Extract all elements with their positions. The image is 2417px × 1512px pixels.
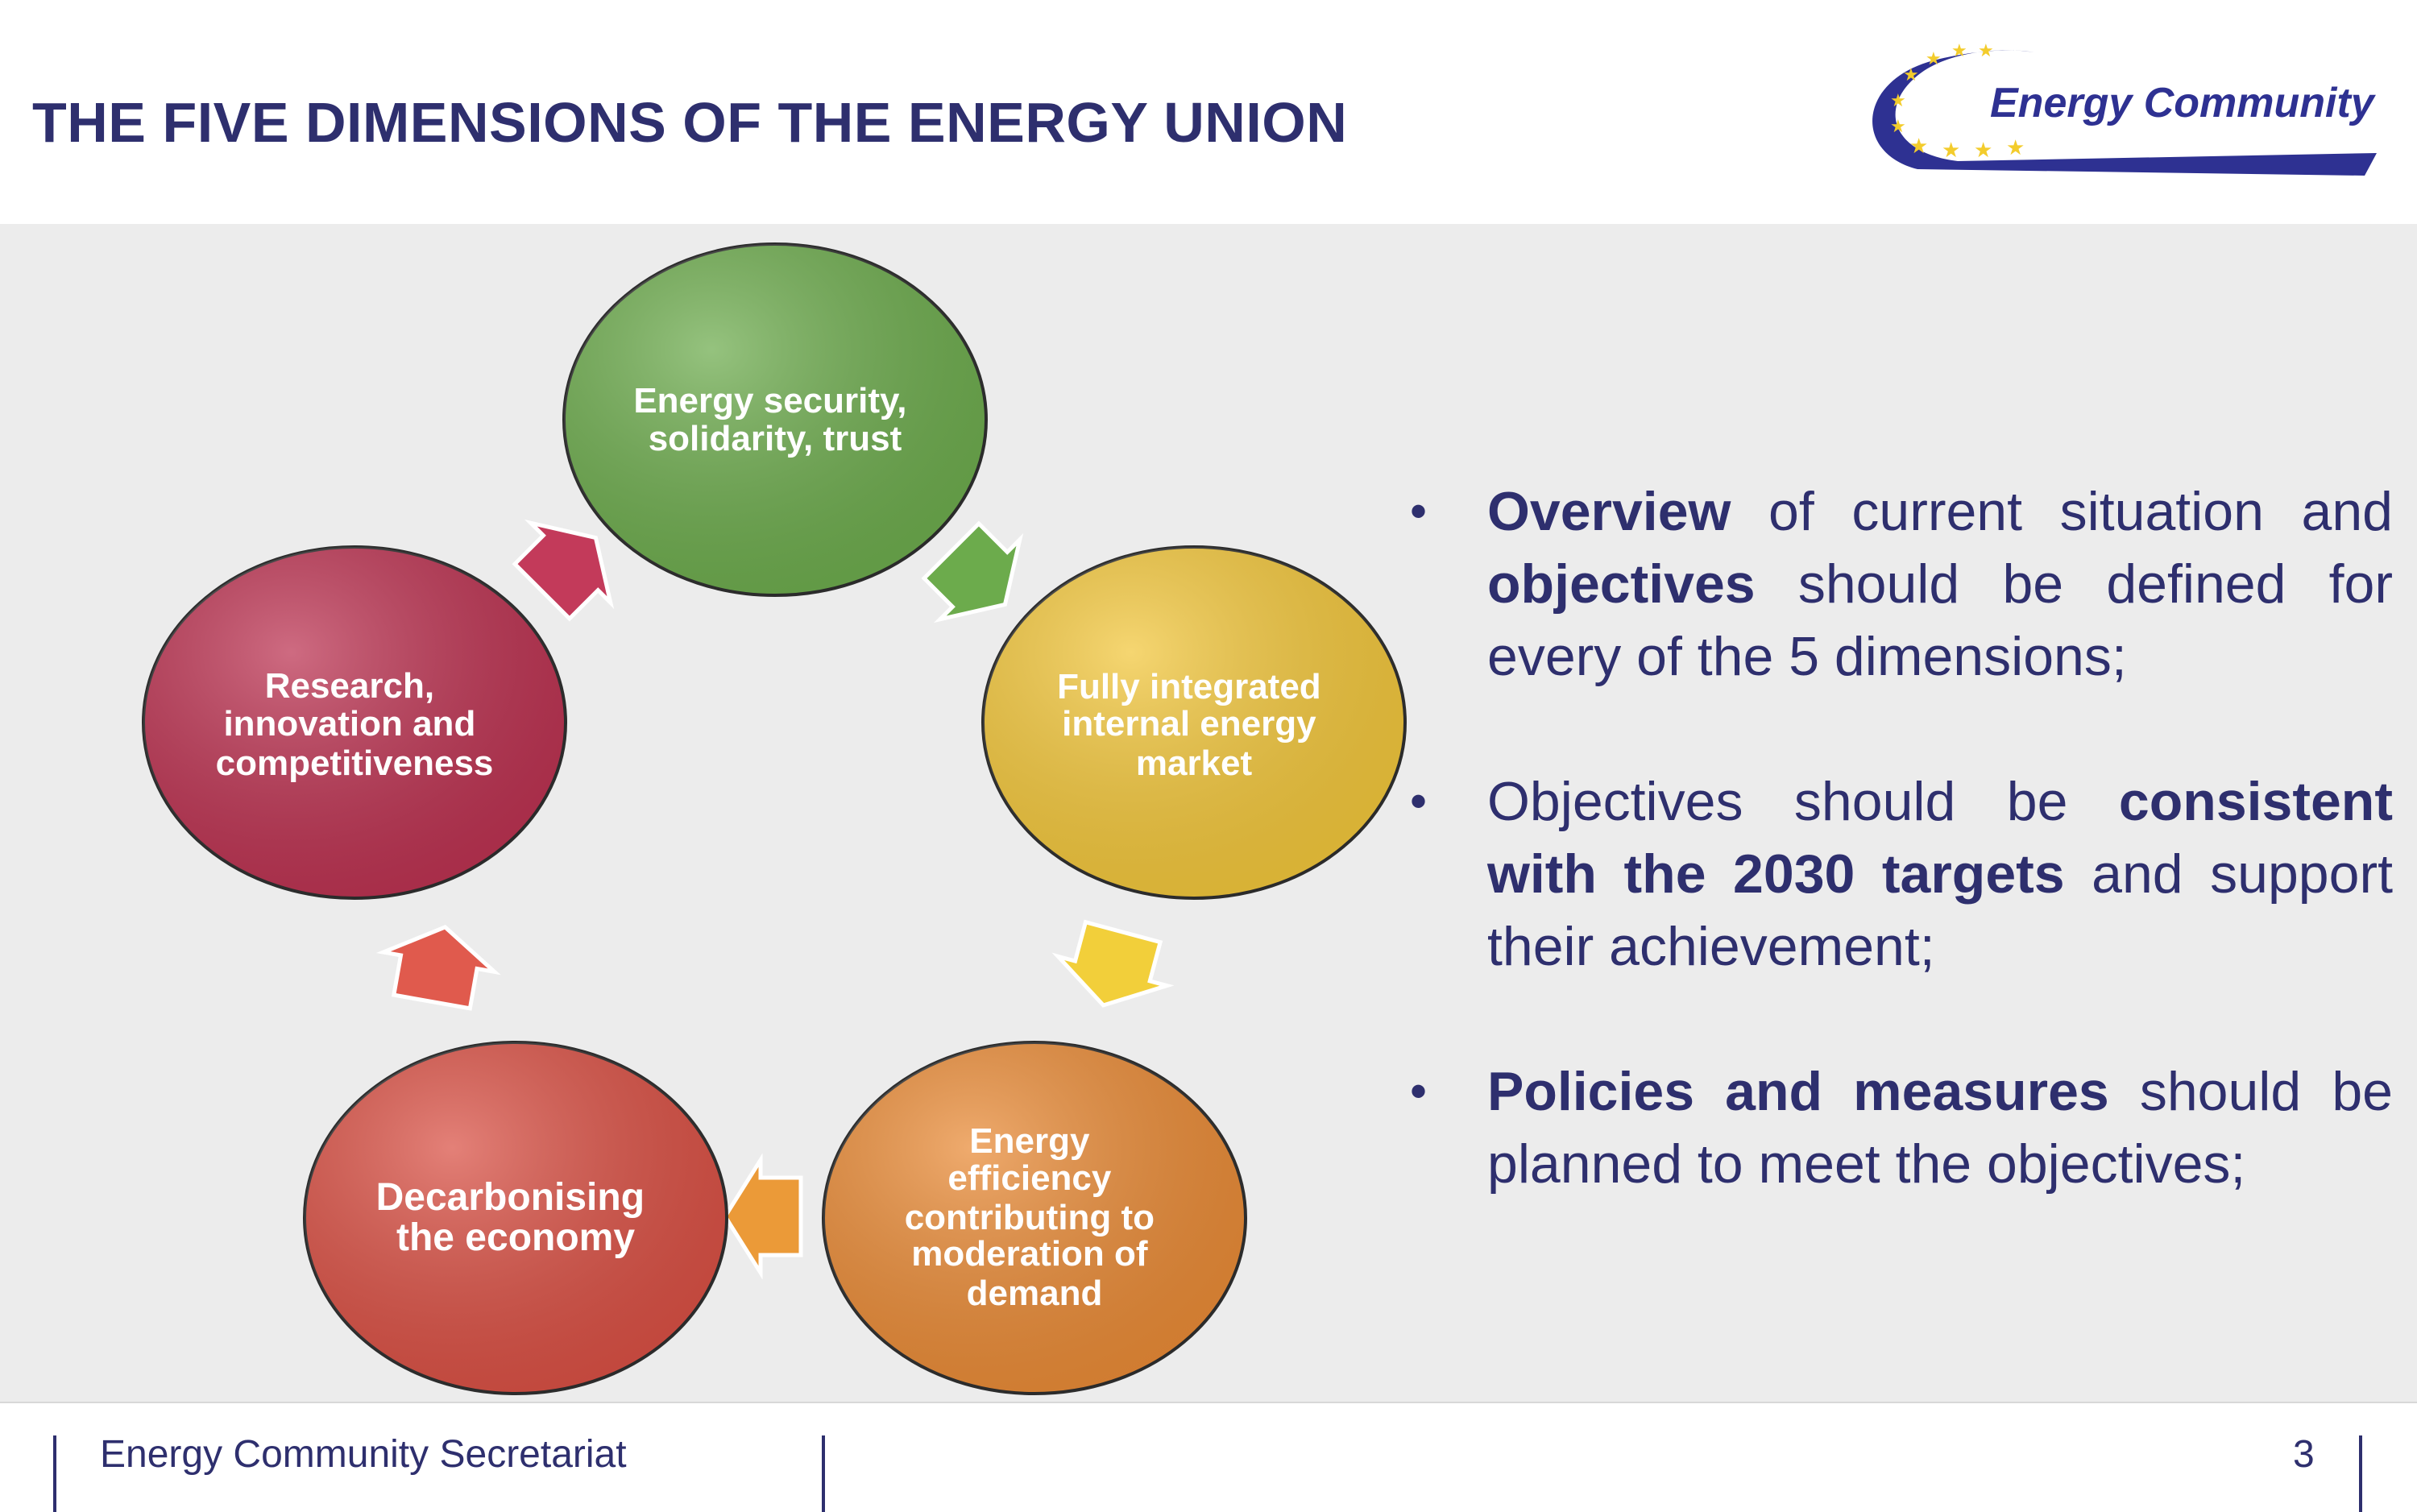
node-label-line: Research, — [265, 666, 434, 706]
node-label-line: Energy security, — [633, 381, 906, 420]
node-energy-efficiency: Energy efficiency contributing to modera… — [822, 1041, 1247, 1395]
node-label-line: demand — [967, 1274, 1103, 1313]
slide-footer: Energy Community Secretariat 3 — [0, 1402, 2417, 1512]
svg-text:★: ★ — [1903, 64, 1919, 85]
svg-text:★: ★ — [1974, 138, 1992, 162]
svg-text:Energy security, solidar: Energy security, solidarity, trust — [633, 381, 916, 458]
node-label-line: efficiency — [947, 1158, 1112, 1198]
arrow-decarbonising-to-research — [375, 925, 501, 1011]
energy-union-cycle-diagram: Energy security, solidarity, trust Fully… — [142, 242, 1407, 1395]
svg-text:★: ★ — [1951, 40, 1967, 60]
arrow-research-to-security — [512, 519, 615, 622]
page-number: 3 — [2293, 1433, 2315, 1476]
svg-text:★: ★ — [1890, 90, 1906, 110]
slide-title: THE FIVE DIMENSIONS OF THE ENERGY UNION — [32, 91, 1348, 154]
slide-header: THE FIVE DIMENSIONS OF THE ENERGY UNION … — [0, 0, 2417, 224]
node-internal-market: Fully integrated internal energy market — [981, 545, 1407, 900]
svg-text:Research, innovation and: Research, innovation and competitiveness — [216, 666, 494, 783]
svg-text:Decarbonising the econom: Decarbonising the economy — [376, 1176, 656, 1259]
logo-text: Energy Community — [1990, 80, 2377, 126]
energy-community-logo: ★ ★ ★ ★ ★ ★ ★ ★ ★ ★ Energy Community — [1872, 40, 2377, 176]
node-label-line: internal energy — [1062, 704, 1316, 744]
footer-divider — [2359, 1435, 2362, 1512]
svg-text:★: ★ — [1890, 116, 1906, 136]
bullet-item: Overview of current situation and object… — [1410, 475, 2393, 693]
node-label-line: solidarity, trust — [649, 419, 902, 458]
node-label-line: Fully integrated — [1057, 667, 1321, 706]
node-research: Research, innovation and competitiveness — [142, 545, 567, 900]
svg-text:★: ★ — [1926, 48, 1942, 68]
node-label-line: innovation and — [223, 704, 475, 744]
bullet-list: Overview of current situation and object… — [1410, 475, 2393, 1273]
svg-text:Energy efficiency: Energy efficiency contributing to modera… — [905, 1121, 1165, 1313]
node-label-line: Energy — [969, 1121, 1090, 1161]
arrow-security-to-market — [921, 520, 1024, 623]
bullet-item: Policies and measures should be planned … — [1410, 1055, 2393, 1200]
node-label-line: market — [1136, 744, 1253, 783]
node-label-line: contributing to — [905, 1198, 1155, 1237]
node-energy-security: Energy security, solidarity, trust — [562, 242, 988, 597]
footer-divider — [53, 1435, 56, 1512]
svg-text:★: ★ — [2006, 135, 2025, 159]
svg-text:★: ★ — [1978, 40, 1994, 60]
star-icon: ★ ★ ★ ★ ★ ★ ★ ★ ★ ★ — [1890, 40, 2025, 162]
node-label-line: Decarbonising — [376, 1176, 645, 1219]
arrow-efficiency-to-decarbonising — [723, 1153, 803, 1280]
node-label-line: moderation of — [911, 1234, 1148, 1274]
node-label-line: the economy — [396, 1216, 635, 1259]
node-label-line: competitiveness — [216, 744, 494, 783]
svg-text:Fully integrated interna: Fully integrated internal energy market — [1057, 667, 1331, 783]
footer-divider — [822, 1435, 825, 1512]
node-decarbonising: Decarbonising the economy — [303, 1041, 728, 1395]
svg-text:★: ★ — [1909, 134, 1928, 158]
footer-organization: Energy Community Secretariat — [100, 1433, 627, 1476]
arrow-market-to-efficiency — [1051, 919, 1175, 1008]
svg-text:★: ★ — [1942, 138, 1960, 162]
bullet-item: Objectives should be consistent with the… — [1410, 765, 2393, 983]
